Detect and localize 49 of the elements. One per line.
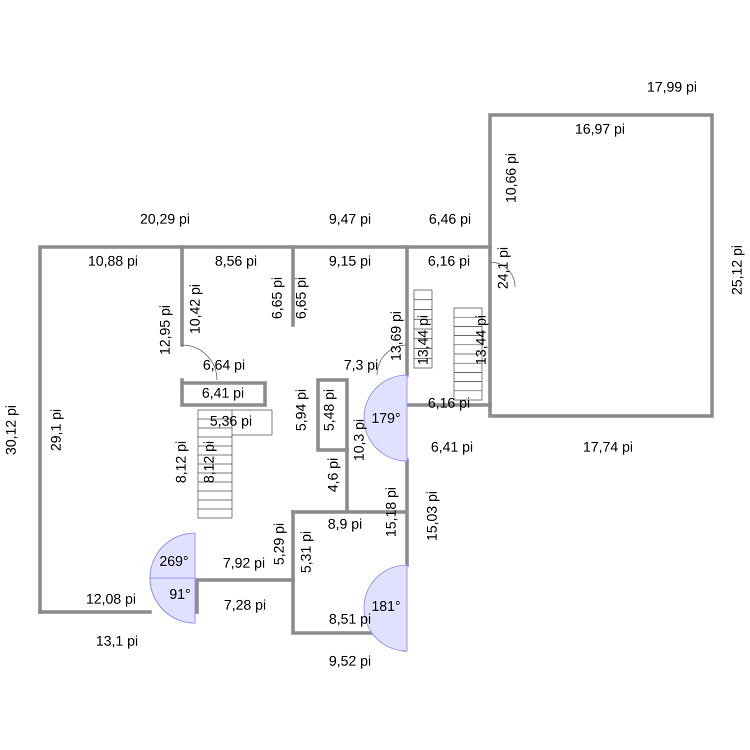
dimension-label: 8,9 pi [328,518,362,532]
dimension-label: 13,44 pi [417,316,431,364]
dimension-label: 16,97 pi [576,123,624,137]
dimension-label: 6,41 pi [202,387,244,401]
dimension-label: 8,51 pi [330,613,370,627]
dimension-label: 10,88 pi [89,255,138,269]
dimension-label: 20,29 pi [140,213,190,227]
dimension-label: 13,1 pi [96,635,138,649]
dimension-label: 6,16 pi [428,255,470,269]
dimension-label: 15,18 pi [385,488,399,536]
dimension-label: 10,66 pi [505,154,519,202]
dimension-label: 25,12 pi [731,246,745,294]
dimension-label: 7,28 pi [224,599,266,613]
dimension-label: 29,1 pi [50,410,64,450]
dimension-label: 6,46 pi [430,213,470,227]
angle-label: 181° [372,601,400,611]
dimension-label: 5,48 pi [323,390,337,431]
angle-label: 269° [160,556,188,566]
dimension-label: 6,65 pi [271,278,285,318]
dimension-label: 12,95 pi [159,306,173,354]
dimension-label: 30,12 pi [5,406,19,454]
dimension-label: 5,94 pi [295,390,309,431]
dimension-label: 5,36 pi [210,415,252,429]
dimension-label: 13,44 pi [475,316,489,364]
dimension-label: 4,6 pi [327,458,341,492]
dimension-label: 15,03 pi [426,492,440,540]
dimension-label: 13,69 pi [390,312,404,360]
dimension-label: 5,31 pi [300,532,314,573]
angle-label: 91° [170,589,190,599]
dimension-label: 12,08 pi [87,593,136,607]
dimension-label: 24,1 pi [497,248,511,288]
dimension-label: 9,47 pi [330,213,370,227]
dimension-label: 7,3 pi [344,359,378,373]
dimension-label: 7,92 pi [224,557,264,571]
dimension-label: 6,64 pi [204,359,244,373]
dimension-label: 9,52 pi [330,655,370,669]
dimension-label: 5,29 pi [273,524,287,565]
dimension-label: 6,65 pi [295,278,309,318]
dimension-label: 17,99 pi [648,81,696,95]
dimension-label: 8,12 pi [203,442,217,482]
dimension-label: 8,12 pi [175,442,189,482]
dimension-label: 10,3 pi [353,420,367,460]
dimension-label: 6,16 pi [428,397,470,411]
angle-label: 179° [372,413,400,423]
dimension-label: 10,42 pi [189,284,203,333]
dimension-label: 8,56 pi [216,255,256,269]
dimension-label: 9,15 pi [330,255,370,269]
dimension-label: 6,41 pi [432,441,472,455]
dimension-label: 17,74 pi [584,441,632,455]
